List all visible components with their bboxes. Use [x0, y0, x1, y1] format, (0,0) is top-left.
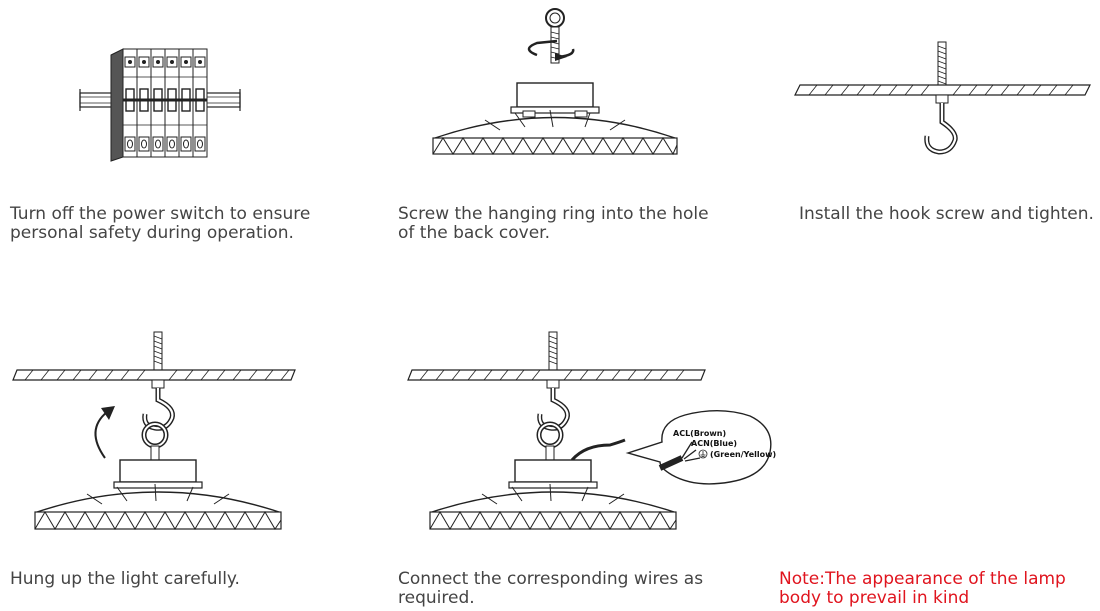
wire-labels: ACL(Brown) ACN(Blue) (Green/Yellow)	[673, 429, 776, 459]
wire-label-live: ACL(Brown)	[673, 429, 726, 438]
step-1-line-2: personal safety during operation.	[10, 223, 294, 243]
step-1-line-1: Turn off the power switch to ensure	[10, 204, 311, 224]
hook-screw-illustration	[794, 41, 1091, 155]
note-line-2: body to prevail in kind	[779, 588, 970, 608]
breaker-illustration	[79, 48, 241, 162]
step-2-line-1: Screw the hanging ring into the hole	[398, 204, 709, 224]
step-4-line-1: Hung up the light carefully.	[10, 569, 240, 589]
note-line-1: Note:The appearance of the lamp	[779, 569, 1066, 589]
step-5-line-2: required.	[398, 588, 475, 608]
step-5-line-1: Connect the corresponding wires as	[398, 569, 704, 589]
step-2-line-2: of the back cover.	[398, 223, 550, 243]
appearance-note: Note:The appearance of the lamp body to …	[779, 570, 1066, 608]
step-1-caption: Turn off the power switch to ensure pers…	[10, 205, 310, 243]
wiring-illustration: ACL(Brown) ACN(Blue) (Green/Yellow)	[407, 331, 776, 530]
step-5-caption: Connect the corresponding wires as requi…	[398, 570, 703, 608]
step-4-caption: Hung up the light carefully.	[10, 570, 240, 589]
wire-label-neutral: ACN(Blue)	[691, 439, 737, 448]
hanging-ring-illustration	[432, 8, 678, 156]
step-3-caption: Install the hook screw and tighten.	[799, 205, 1094, 224]
step-2-caption: Screw the hanging ring into the hole of …	[398, 205, 709, 243]
wire-label-ground: (Green/Yellow)	[710, 450, 776, 459]
hung-light-illustration	[12, 331, 296, 530]
step-3-line-1: Install the hook screw and tighten.	[799, 204, 1094, 224]
